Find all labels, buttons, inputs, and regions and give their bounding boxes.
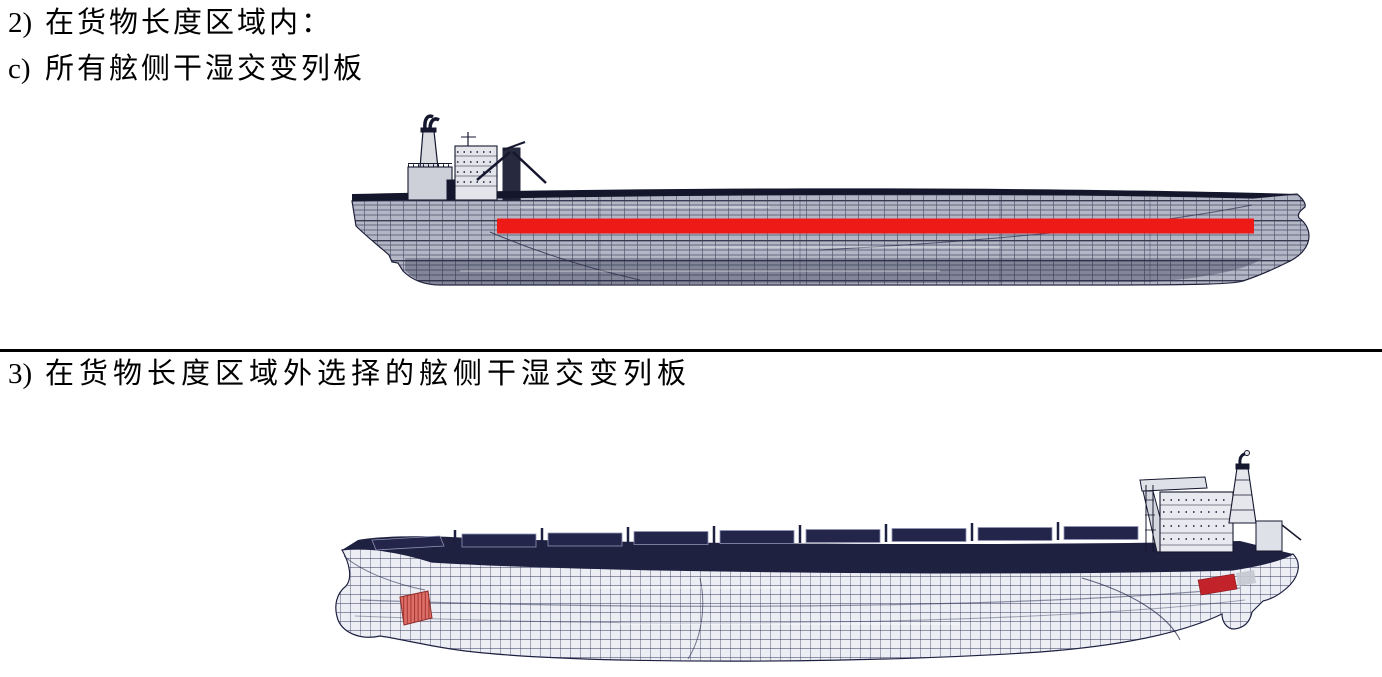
- item-marker-2: 2): [8, 7, 33, 39]
- superstructure-perspective: [1139, 450, 1302, 553]
- list-item-3: 3) 在货物长度区域外选择的舷侧干湿交变列板: [8, 356, 691, 392]
- item-marker-c: c): [8, 53, 31, 85]
- stern-survey-patch: [1197, 573, 1238, 596]
- hull-wireframe-overlay: [352, 193, 1309, 285]
- funnel-cap: [420, 127, 437, 133]
- section-divider: [0, 349, 1382, 352]
- bridge-top-deck: [1139, 476, 1208, 492]
- deck-kingposts: [453, 522, 1060, 546]
- aft-boom: [1281, 524, 1302, 541]
- plating-streaks: [460, 206, 1000, 272]
- funnel-exhaust-pipes: [423, 114, 440, 130]
- masthead-light: [1244, 450, 1250, 456]
- item-text-c: 所有舷侧干湿交变列板: [45, 53, 366, 85]
- hull-wireframe-overlay: [335, 548, 1299, 662]
- funnel-bands: [1231, 479, 1254, 511]
- lattice-mast-rungs: [1145, 499, 1156, 531]
- figure-ship-perspective-view: [330, 450, 1355, 677]
- deckhouse-link: [446, 179, 456, 201]
- stern-gray-patch: [1236, 570, 1256, 586]
- funnel-cap: [1235, 463, 1250, 470]
- accommodation-deck-lines: [455, 155, 497, 187]
- hull-perspective-view: [335, 536, 1299, 662]
- hatch-coaming: [977, 527, 1053, 541]
- hatch-coaming: [633, 531, 709, 545]
- accommodation-deck-lines: [1160, 504, 1233, 546]
- survey-highlight-patches: [399, 570, 1256, 626]
- item-marker-3: 3): [8, 358, 33, 390]
- forecastle-deckhouse: [371, 535, 445, 551]
- accommodation-block: [454, 145, 498, 201]
- figure-ship-side-view: [340, 108, 1340, 320]
- hatch-coaming: [547, 532, 623, 547]
- survey-highlight-stripe: [497, 218, 1254, 234]
- accommodation-block: [1159, 491, 1234, 553]
- frame-break-lines: [599, 196, 1151, 285]
- list-item-2: 2) 在货物长度区域内：: [8, 5, 333, 41]
- crane-jib: [502, 141, 526, 151]
- superstructure-side-view: [407, 114, 547, 201]
- waterline-wale-lower: [354, 599, 1246, 624]
- hatch-coamings: [371, 526, 1139, 551]
- sheer-band: [352, 188, 1297, 201]
- hatch-coaming: [891, 528, 967, 542]
- crane-boom-left: [476, 151, 511, 181]
- item-text-2: 在货物长度区域内：: [45, 7, 334, 39]
- plating-streaks: [500, 586, 960, 625]
- stern-seam-arc: [1081, 577, 1181, 641]
- ship-perspective-drawing: [335, 450, 1302, 662]
- aft-deckhouse: [1255, 520, 1283, 552]
- funnel: [419, 130, 439, 169]
- funnel-base-house: [407, 166, 453, 201]
- hatch-coaming: [1063, 526, 1139, 540]
- crane-boom-right: [512, 151, 547, 184]
- hatch-coaming: [719, 530, 795, 544]
- hull-side-view: [351, 188, 1310, 286]
- midship-seam: [687, 577, 704, 660]
- item-text-3: 在货物长度区域外选择的舷侧干湿交变列板: [45, 358, 692, 390]
- bow-flare-crease: [343, 555, 426, 591]
- crane-tower: [502, 147, 521, 201]
- hatch-coaming: [805, 529, 881, 543]
- ship-side-view-drawing: [351, 114, 1310, 286]
- lower-hull-shading: [405, 258, 1262, 285]
- hatch-coaming: [461, 533, 537, 548]
- bow-survey-patch-hatching: [400, 591, 432, 625]
- hull-seam-aft: [489, 231, 641, 281]
- waterline-wale-upper: [359, 587, 1241, 607]
- funnel: [1228, 467, 1257, 524]
- list-item-c: c) 所有舷侧干湿交变列板: [8, 51, 365, 87]
